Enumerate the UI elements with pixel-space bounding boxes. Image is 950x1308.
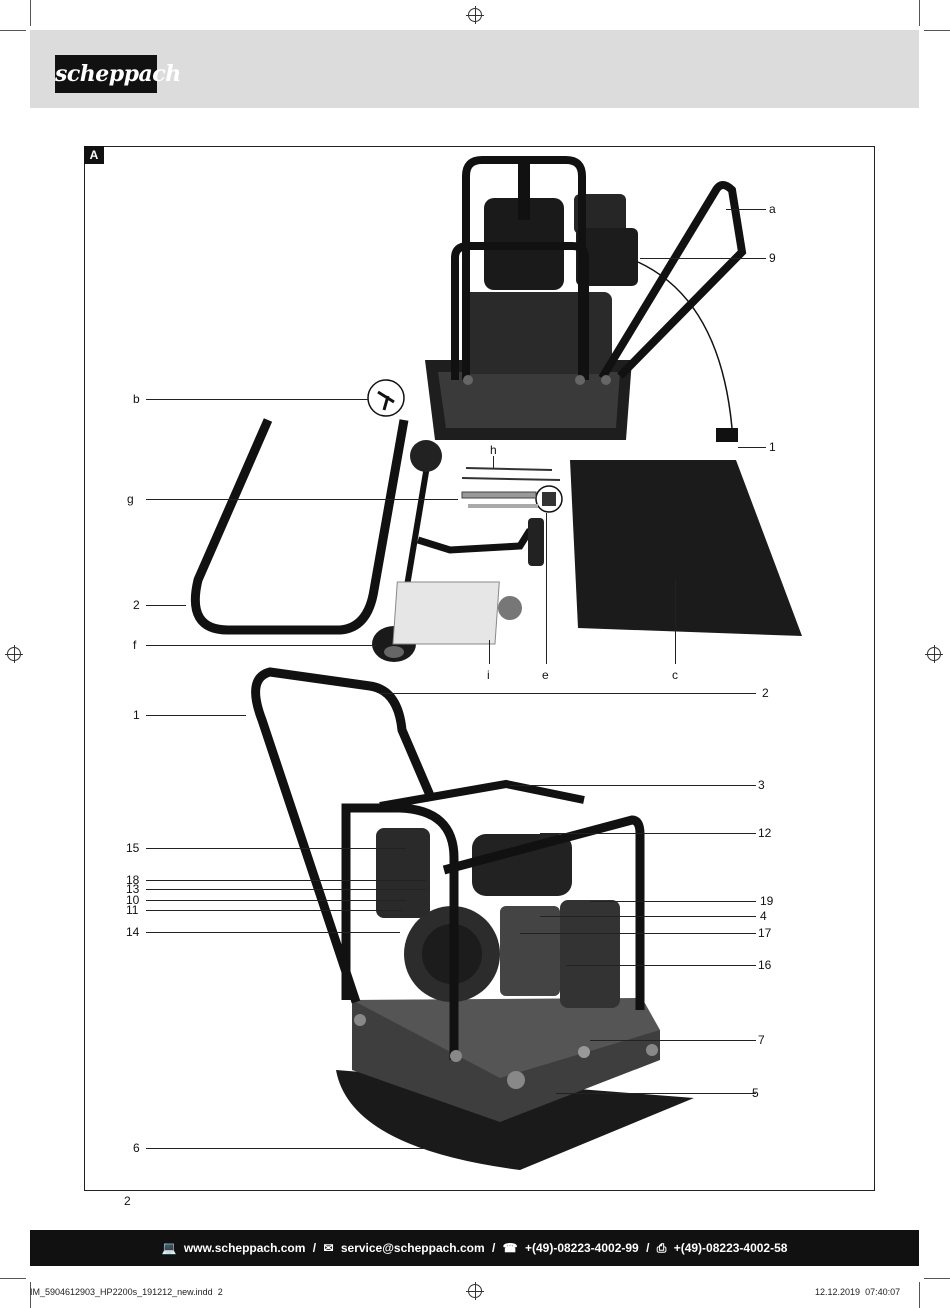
callout-9: 9 [769,251,776,265]
page-number: 2 [124,1194,131,1208]
callout-a: a [769,202,776,216]
registration-mark [466,1282,484,1300]
crop-mark [30,1282,31,1308]
leader-line [146,848,406,849]
footer-contact-bar: 💻 www.scheppach.com / ✉ service@scheppac… [30,1230,919,1266]
manual-image [392,581,500,645]
leader-line [146,715,246,716]
callout-18: 18 [126,873,140,887]
slug-date: 12.12.2019 [815,1287,861,1297]
callout-1-top: 1 [769,440,776,454]
leader-line [146,910,402,911]
callout-b: b [133,392,140,406]
leader-line [640,258,766,259]
leader-line [146,605,186,606]
callout-c: c [672,668,678,682]
callout-e: e [542,668,549,682]
crop-mark [924,1278,950,1279]
leader-line [146,499,458,500]
callout-2: 2 [762,686,769,700]
footer-phone: +(49)-08223-4002-99 [524,1241,639,1255]
footer-separator: / [312,1241,317,1255]
slug-filename: IM_5904612903_HP2200s_191212_new.indd [30,1287,213,1297]
leader-line [675,578,676,664]
leader-line [146,889,426,890]
callout-17: 17 [758,926,772,940]
callout-6: 6 [133,1141,140,1155]
header-band [30,30,919,108]
callout-10: 10 [126,893,140,907]
leader-line [556,1093,756,1094]
phone-icon: ☎ [502,1241,518,1255]
figure-frame [84,146,875,1191]
footer-separator: / [491,1241,496,1255]
crop-mark [0,1278,26,1279]
compactor-top-image [425,156,747,442]
crop-mark [30,0,31,26]
footer-email[interactable]: service@scheppach.com [340,1241,485,1255]
footer-website[interactable]: www.scheppach.com [183,1241,306,1255]
callout-3: 3 [758,778,765,792]
compactor-assembled-image [251,667,694,1170]
envelope-icon: ✉ [323,1241,334,1255]
leader-line [590,901,756,902]
leader-line [510,785,756,786]
callout-f: f [133,638,137,652]
leader-line [146,1148,426,1149]
leader-line [146,399,368,400]
footer-separator: / [646,1241,650,1255]
print-slug-date: 12.12.2019 07:40:07 [815,1287,900,1297]
fax-icon: ⎙ [656,1241,667,1255]
print-slug-file: IM_5904612903_HP2200s_191212_new.indd 2 [30,1287,223,1297]
callout-11: 11 [126,903,139,917]
handle-image [190,418,409,635]
registration-mark [5,645,23,663]
leader-line [540,833,756,834]
leader-line [493,456,494,468]
slug-time: 07:40:07 [865,1287,901,1297]
leader-line [146,900,406,901]
slug-page: 2 [217,1287,223,1297]
crop-mark [924,30,950,31]
leader-line [738,447,766,448]
figure-section-label: A [84,146,104,164]
crop-mark [0,30,26,31]
callout-2-top: 2 [133,598,140,612]
crop-mark [919,0,920,26]
callout-g: g [127,492,134,506]
callout-19: 19 [760,894,774,908]
leader-line [489,640,490,664]
callout-h: h [490,443,497,457]
leader-line [146,880,426,881]
leader-line [380,693,756,694]
callout-13: 13 [126,882,140,896]
leader-line [146,645,376,646]
callout-15: 15 [126,841,140,855]
footer-fax: +(49)-08223-4002-58 [673,1241,788,1255]
registration-mark [925,645,943,663]
computer-icon: 💻 [161,1241,177,1255]
callout-12: 12 [758,826,772,840]
callout-7: 7 [758,1033,765,1047]
leader-line [540,916,756,917]
leader-line [590,1040,756,1041]
callout-16: 16 [758,958,772,972]
callout-4: 4 [760,909,767,923]
callout-14: 14 [126,925,140,939]
callout-i: i [487,668,490,682]
rubber-mat-image [570,460,802,636]
leader-line [726,209,766,210]
crop-mark [919,1282,920,1308]
leader-line [520,933,756,934]
leader-line [566,965,756,966]
leader-line [146,932,400,933]
callout-5: 5 [752,1086,759,1100]
registration-mark [466,6,484,24]
callout-1: 1 [133,708,140,722]
leader-line [546,513,547,664]
